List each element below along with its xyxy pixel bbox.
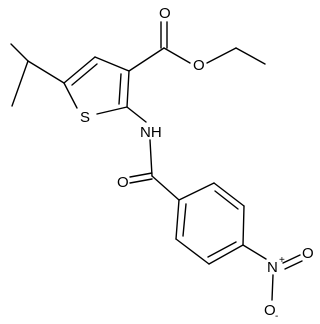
bond-isopropyl-ch-methyl-left xyxy=(10,43,29,62)
bond-benzene-c5-c6 xyxy=(175,238,210,265)
bond-isopropyl-ch-ring xyxy=(27,60,65,84)
atom-nitro-single-oxygen: O xyxy=(264,302,276,319)
atom-sulfur: S xyxy=(80,109,90,126)
bond-thiophene-s-c5 xyxy=(63,82,78,109)
bond-thiophene-c5-c4-inner xyxy=(71,63,98,86)
atom-nitro-oxygen-charge: - xyxy=(275,311,278,322)
bond-c3-ester-carbon xyxy=(128,47,165,72)
bond-ester-o-ch2 xyxy=(206,47,237,64)
bond-benzene-c3-c4 xyxy=(242,205,245,246)
bond-c2-nh xyxy=(126,106,147,123)
bond-carbonyl-c-phenyl xyxy=(151,175,180,201)
bond-benzene-c4-c5-inner xyxy=(207,241,237,258)
atom-nitro-nitrogen-charge: + xyxy=(279,255,285,266)
bond-thiophene-c4-c3 xyxy=(94,56,130,72)
bond-benzene-c4-c5 xyxy=(208,244,244,265)
bond-ester-c-o xyxy=(163,47,191,64)
bond-benzene-nitro-n xyxy=(242,244,267,260)
bond-benzene-c1-c2 xyxy=(178,182,215,201)
bond-benzene-c6-c1-inner xyxy=(182,203,187,237)
bond-thiophene-c3-c2 xyxy=(126,70,130,108)
bond-amide-carbonyl-b xyxy=(129,178,153,184)
atom-nitro-nitrogen: N xyxy=(267,259,278,276)
bond-thiophene-c2-s xyxy=(96,106,128,115)
bond-nitro-n-o-double-b xyxy=(284,260,303,270)
bond-thiophene-c5-c4 xyxy=(63,56,96,84)
bond-nh-carbonyl-c xyxy=(149,139,153,177)
atom-nitro-double-oxygen: O xyxy=(302,245,314,262)
atom-amide-oxygen: O xyxy=(117,174,129,191)
atom-ester-carbonyl-oxygen: O xyxy=(159,5,171,22)
bond-amide-carbonyl-a xyxy=(129,172,153,178)
bond-benzene-c2-c3-inner xyxy=(214,190,239,210)
bond-nitro-n-o-single xyxy=(271,274,274,301)
bond-benzene-c2-c3 xyxy=(213,182,245,207)
bond-thiophene-c3-c2-inner xyxy=(118,73,122,105)
bond-ethyl-ch2-ch3 xyxy=(235,47,266,65)
bond-benzene-c6-c1 xyxy=(175,199,180,240)
atom-ester-ether-oxygen: O xyxy=(193,57,205,74)
bond-isopropyl-ch-methyl-down xyxy=(11,60,29,107)
atom-amide-nitrogen: NH xyxy=(140,124,162,141)
bond-nitro-n-o-double-a xyxy=(282,254,301,264)
